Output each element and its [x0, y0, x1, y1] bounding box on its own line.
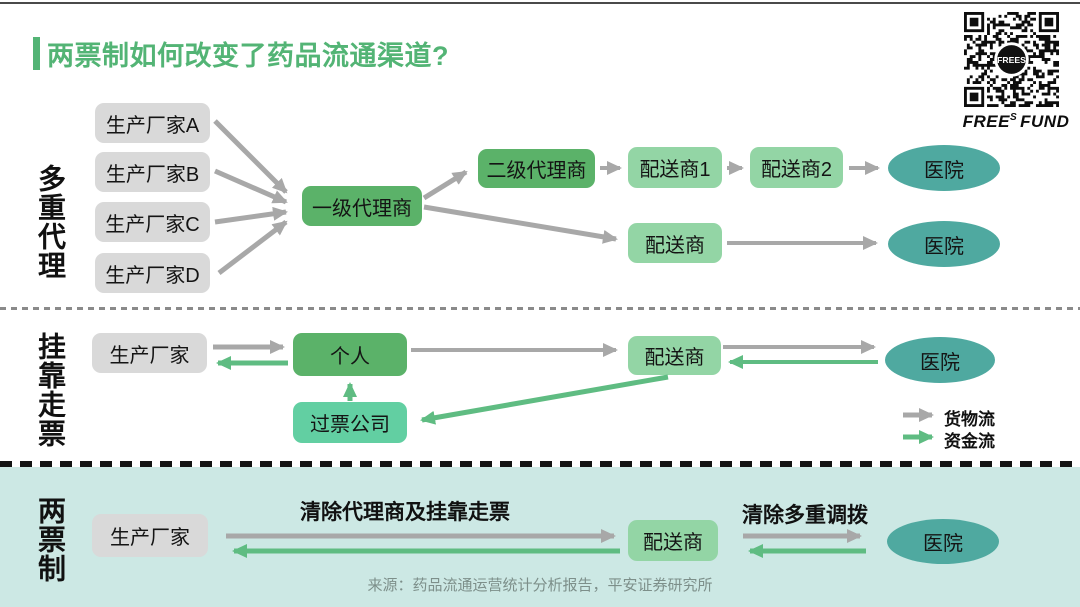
node-level1-agent: 一级代理商	[302, 186, 422, 226]
node-hospital-row1: 医院	[888, 145, 1000, 191]
node-distributor-row2: 配送商	[628, 223, 722, 263]
top-border-line	[0, 2, 1080, 4]
source-citation: 来源：药品流通运营统计分析报告，平安证券研究所	[367, 577, 713, 594]
dashed-divider-2	[0, 461, 1080, 467]
arrow-mfrC-to-level1	[214, 206, 288, 225]
arrow-distributor-to-invoice-company-capital	[420, 374, 669, 425]
note-remove-agents: 清除代理商及挂靠走票	[300, 501, 510, 524]
note-remove-transfers: 清除多重调拨	[742, 504, 868, 527]
page-title: 两票制如何改变了药品流通渠道?	[47, 41, 449, 71]
node-distributor-1: 配送商1	[628, 147, 722, 188]
node-invoice-company: 过票公司	[293, 402, 407, 443]
legend-goods-flow-label: 货物流	[944, 410, 995, 429]
arrow-level1-to-level2	[422, 169, 468, 201]
arrow-mfrB-to-level1	[213, 168, 288, 205]
node-manufacturer-b: 生产厂家B	[95, 152, 210, 192]
brand-fund: FUND	[1020, 112, 1070, 131]
dashed-divider-1	[0, 307, 1080, 310]
qr-code: FREES	[964, 12, 1059, 107]
node-distributor-2: 配送商2	[750, 147, 843, 188]
qr-center-disc	[997, 45, 1026, 74]
node-distributor-s2: 配送商	[628, 336, 721, 375]
node-manufacturer-a: 生产厂家A	[95, 103, 210, 143]
title-accent-bar	[33, 37, 40, 70]
node-hospital-s2: 医院	[885, 337, 995, 383]
arrow-level1-to-distributor	[423, 204, 618, 244]
arrow-mfrA-to-level1	[213, 119, 288, 194]
node-distributor-s3: 配送商	[628, 520, 718, 561]
node-level2-agent: 二级代理商	[478, 149, 595, 188]
brand-sup: S	[1009, 112, 1018, 124]
section-label-two-invoice: 两票制	[35, 496, 66, 583]
node-manufacturer-d: 生产厂家D	[95, 253, 210, 293]
brand-free: FREE	[962, 112, 1010, 131]
node-manufacturer-s3: 生产厂家	[92, 514, 208, 557]
node-individual: 个人	[293, 333, 407, 376]
section-label-affiliated-invoicing: 挂靠走票	[35, 332, 66, 448]
node-hospital-row2: 医院	[888, 221, 1000, 267]
arrow-mfrD-to-level1	[217, 220, 288, 275]
section-label-multi-agent: 多重代理	[35, 164, 66, 280]
node-manufacturer-s2: 生产厂家	[92, 333, 207, 373]
node-hospital-s3: 医院	[887, 519, 999, 564]
qr-center-label: FREES	[997, 55, 1026, 65]
node-manufacturer-c: 生产厂家C	[95, 202, 210, 242]
legend-capital-flow-label: 资金流	[944, 432, 995, 451]
